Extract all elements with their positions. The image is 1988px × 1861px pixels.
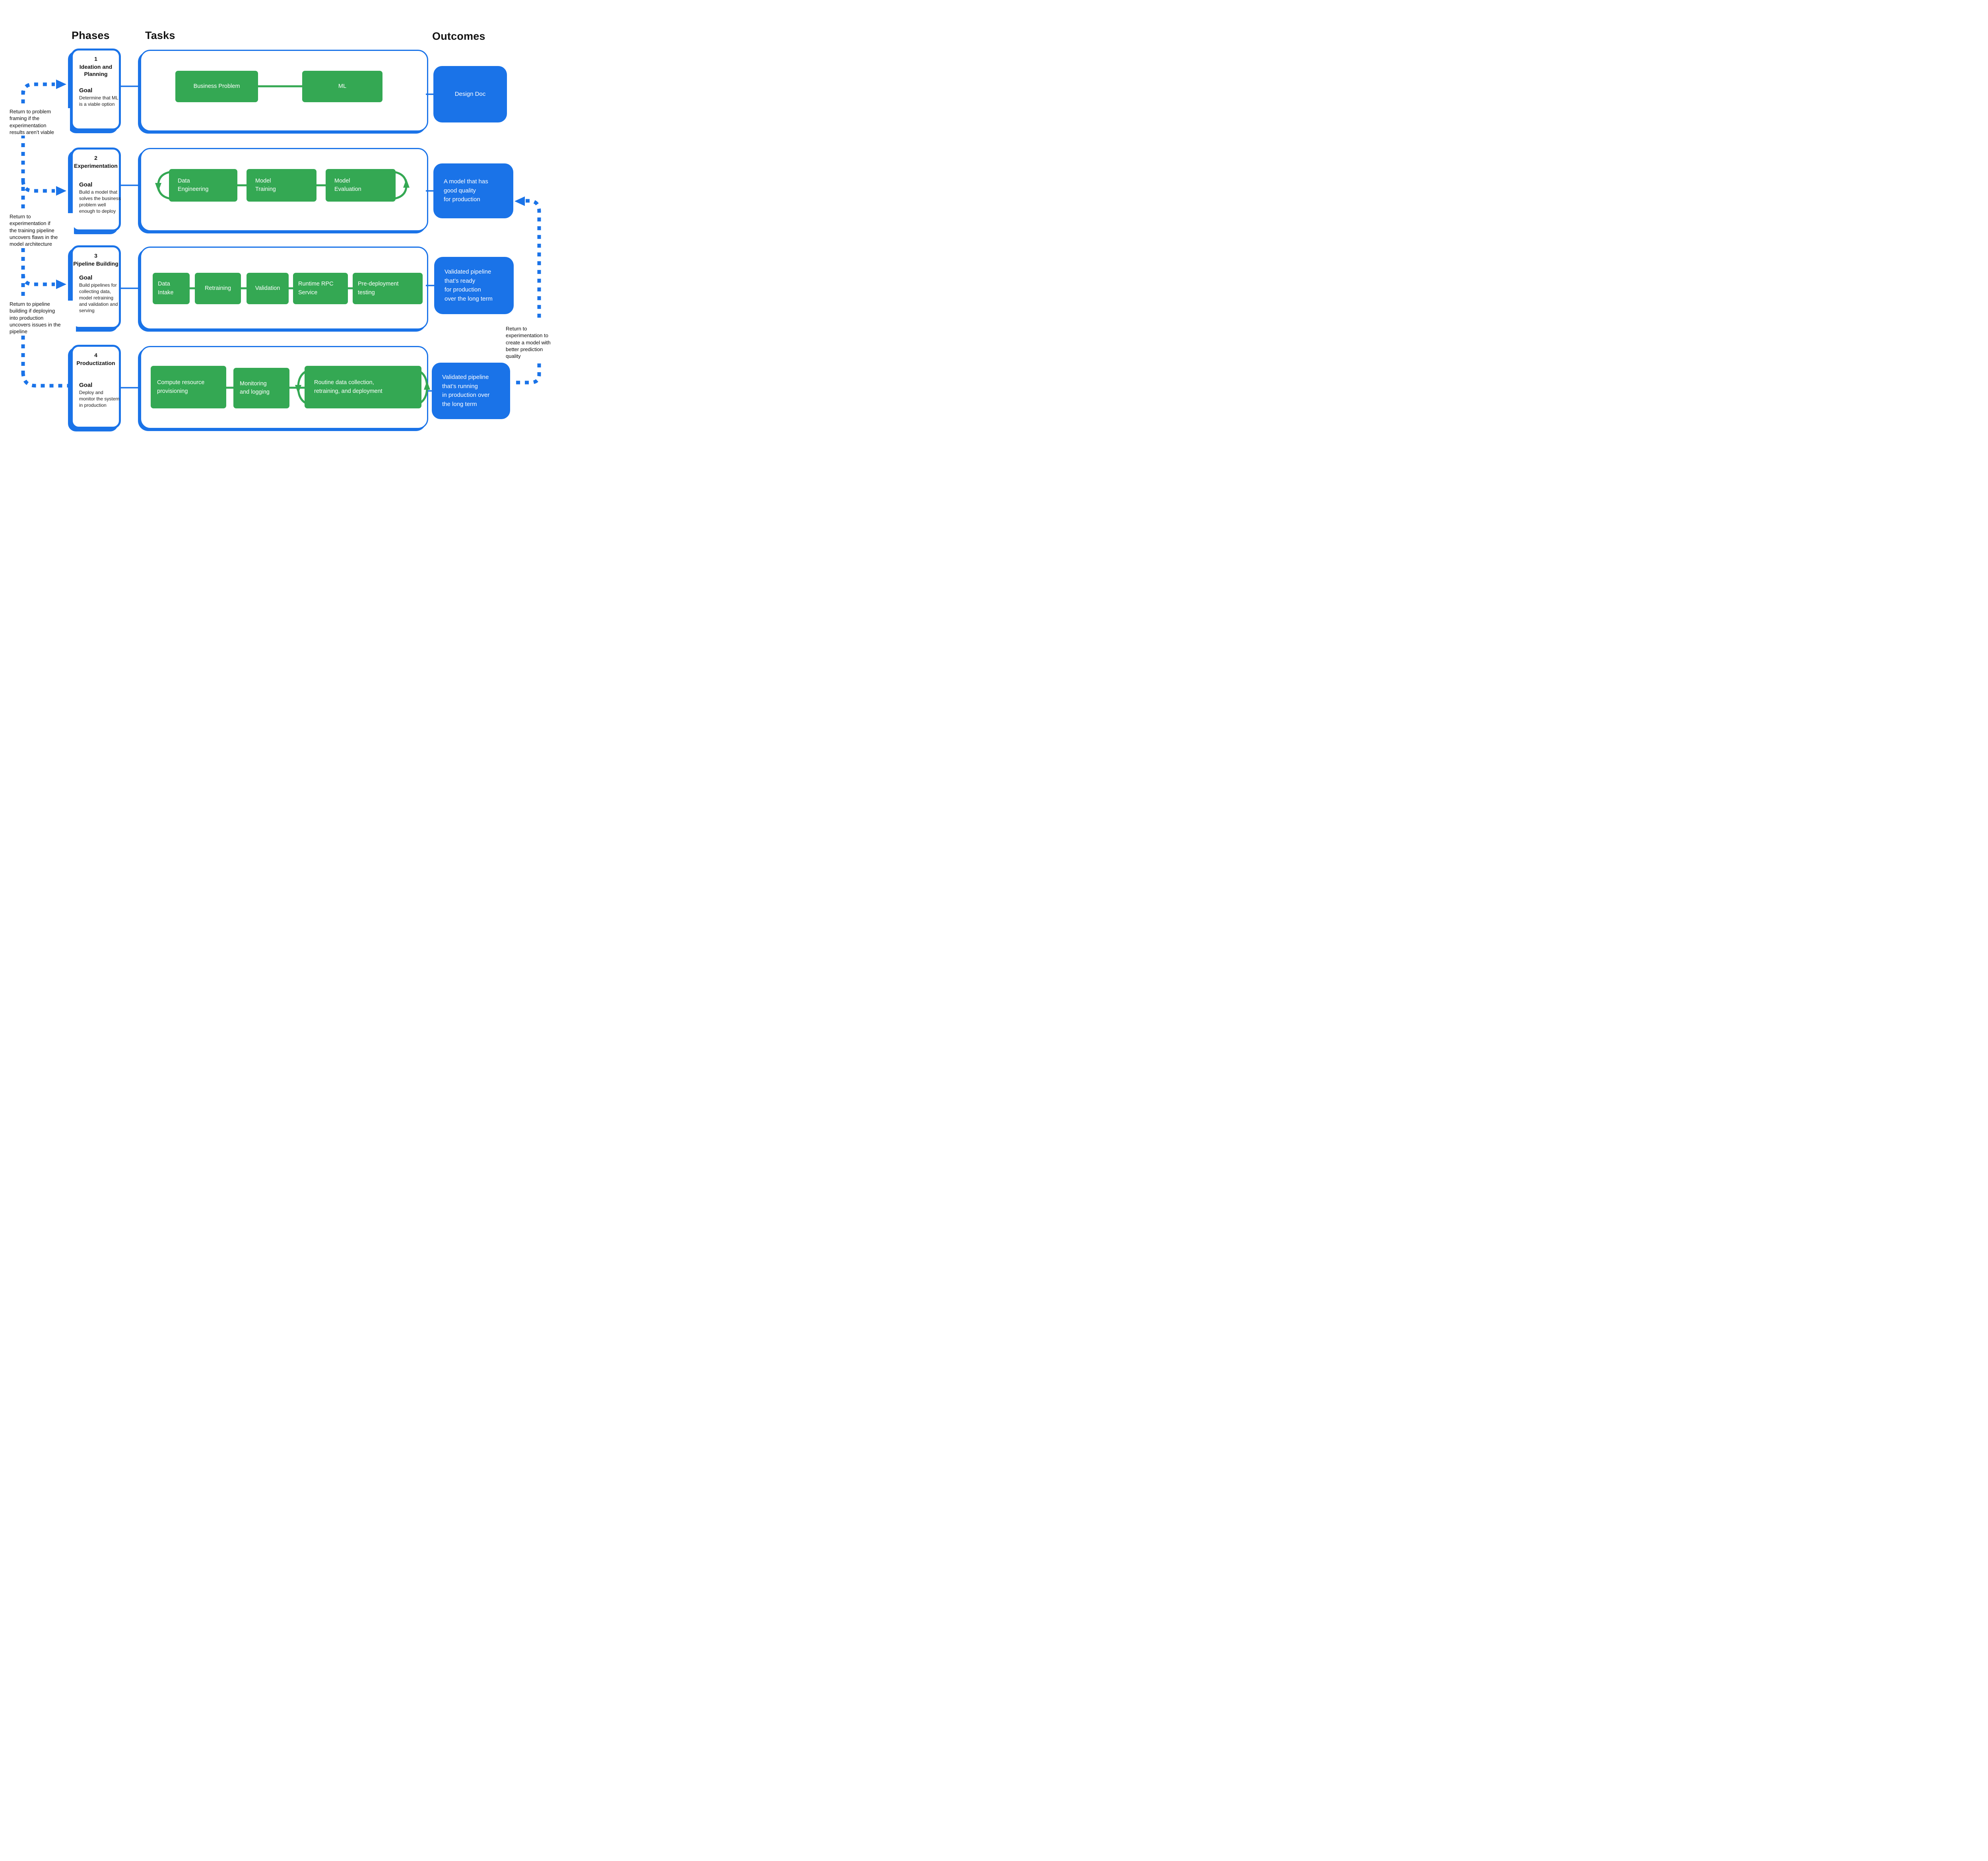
phases-column-header: Phases — [72, 29, 110, 41]
outcomes-column-header: Outcomes — [432, 30, 485, 42]
task-monitoring-and-logging: Monitoring and logging — [233, 368, 289, 408]
left-return-branch2-dotted-line — [21, 180, 55, 193]
task-data-intake: Data Intake — [153, 273, 190, 304]
outcome-validated-pipeline-ready: Validated pipeline that’s ready for prod… — [434, 257, 514, 314]
phase-card-2: 2 Experimentation Goal Build a model tha… — [71, 148, 121, 231]
outcome-design-doc: Design Doc — [433, 66, 507, 122]
left-return-bottom-dotted-line — [21, 372, 70, 388]
task-data-engineering: Data Engineering — [169, 169, 237, 202]
goal-text: Determine that ML is a viable option — [79, 95, 118, 107]
note-return-to-experimentation-better-quality: Return to experimentation to create a mo… — [506, 325, 561, 360]
left-return-branch1-dotted-line — [21, 82, 55, 95]
task-validation: Validation — [247, 273, 289, 304]
phase-card-3: 3 Pipeline Building Goal Build pipelines… — [71, 245, 121, 329]
task-ml: ML — [302, 71, 382, 102]
phase-card-4: 4 Productization Goal Deploy and monitor… — [71, 345, 121, 429]
phase-number: 4 — [94, 352, 97, 358]
right-return-bottom-dotted-line — [511, 363, 541, 385]
left-return-branch3-dotted-line — [21, 274, 55, 286]
right-return-top-dotted-line — [526, 199, 541, 321]
task-business-problem: Business Problem — [175, 71, 258, 102]
goal-text: Deploy and monitor the system in product… — [79, 390, 120, 408]
task-model-evaluation: Model Evaluation — [326, 169, 396, 202]
task-routine-data-collection-retraining-deployment: Routine data collection, retraining, and… — [305, 366, 421, 408]
outcome-validated-pipeline-running: Validated pipeline that’s running in pro… — [432, 363, 510, 419]
phase-number: 3 — [94, 253, 97, 259]
goal-label: Goal — [79, 274, 93, 281]
task-pre-deployment-testing: Pre-deployment testing — [353, 273, 423, 304]
return-arrowhead-outcome2-icon — [514, 196, 525, 206]
phase-number: 2 — [94, 155, 97, 161]
tasks-column-header: Tasks — [145, 29, 175, 41]
phase-card-1: 1 Ideation and Planning Goal Determine t… — [71, 49, 121, 130]
phase-title: Pipeline Building — [73, 260, 118, 267]
return-arrowhead-phase1-icon — [56, 80, 66, 89]
goal-label: Goal — [79, 181, 93, 188]
diagram-canvas: Phases Tasks Outcomes 1 Ideation and Pla… — [0, 0, 564, 465]
task-runtime-rpc-service: Runtime RPC Service — [293, 273, 348, 304]
note-return-to-experimentation: Return to experimentation if the trainin… — [10, 213, 74, 248]
return-arrowhead-phase3-icon — [56, 280, 66, 289]
note-return-to-problem-framing: Return to problem framing if the experim… — [10, 108, 70, 136]
outcome-model-good-quality: A model that has good quality for produc… — [433, 163, 513, 218]
goal-text: Build pipelines for collecting data, mod… — [79, 282, 118, 313]
phase-title: Ideation and Planning — [79, 64, 113, 78]
return-arrowhead-phase2-icon — [56, 186, 66, 196]
task-retraining: Retraining — [195, 273, 241, 304]
note-return-to-pipeline-building: Return to pipeline building if deploying… — [10, 301, 76, 335]
phase-title: Experimentation — [74, 163, 118, 169]
task-model-training: Model Training — [247, 169, 316, 202]
goal-text: Build a model that solves the business p… — [79, 189, 121, 214]
phase-number: 1 — [94, 56, 97, 62]
phase-title: Productization — [76, 360, 115, 366]
goal-label: Goal — [79, 382, 93, 389]
task-compute-resource-provisioning: Compute resource provisioning — [151, 366, 226, 408]
goal-label: Goal — [79, 87, 93, 94]
